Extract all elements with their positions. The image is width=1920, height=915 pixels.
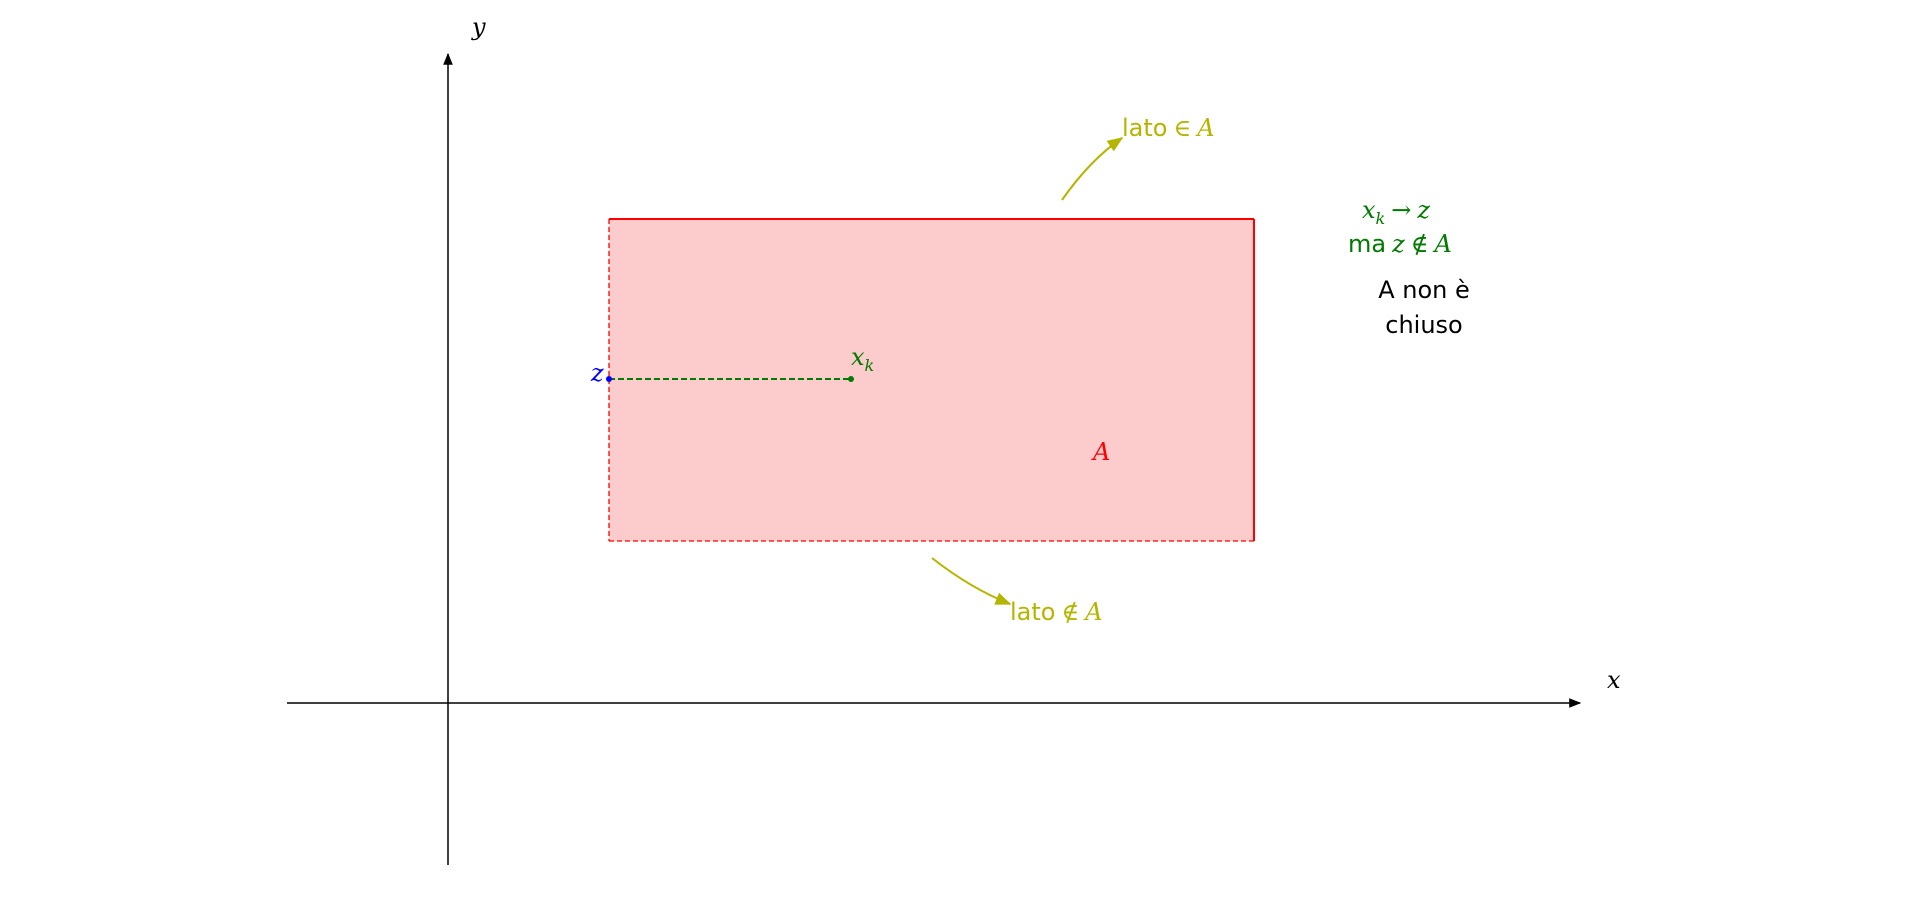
conclusion-line-1: A non è <box>1378 276 1470 304</box>
set-a-region <box>609 219 1254 541</box>
bottom-side-annotation: lato∉A <box>1010 598 1103 626</box>
top-side-annotation: lato∈A <box>1122 114 1215 142</box>
top-side-arrow <box>1061 137 1124 201</box>
conclusion-line-2: chiuso <box>1385 311 1462 339</box>
bottom-side-arrow <box>931 557 1012 605</box>
z-label: z <box>590 359 604 387</box>
xk-point <box>848 376 854 382</box>
x-axis-label: x <box>1607 666 1621 694</box>
xk-label: xk <box>851 343 874 375</box>
limit-statement: xk→z <box>1362 196 1430 228</box>
z-point <box>606 376 612 382</box>
y-axis-label: y <box>471 13 486 41</box>
set-a-label: A <box>1091 438 1110 466</box>
